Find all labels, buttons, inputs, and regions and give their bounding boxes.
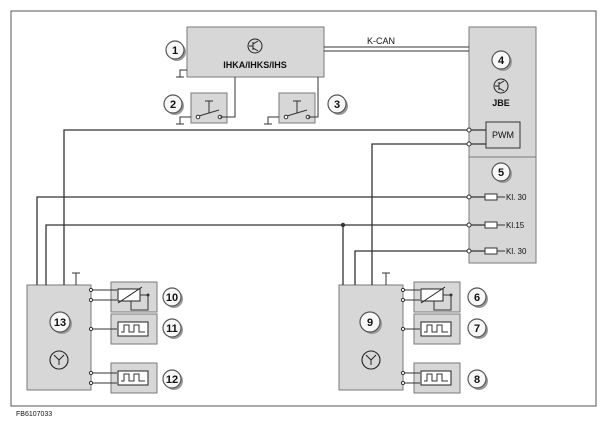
badge-3: 3 — [327, 94, 348, 115]
right-actuator-ground-icon — [382, 272, 390, 285]
svg-text:11: 11 — [166, 323, 178, 335]
terminal-label-3: Kl. 30 — [506, 247, 527, 256]
svg-text:4: 4 — [498, 55, 505, 67]
wire-kl15-left — [45, 224, 485, 285]
kcan-label: K-CAN — [367, 36, 395, 46]
badge-6: 6 — [467, 287, 488, 308]
badge-7: 7 — [467, 318, 488, 339]
badge-10: 10 — [162, 287, 183, 308]
svg-text:12: 12 — [166, 374, 178, 386]
left-motor-icon — [49, 350, 69, 370]
right-actuator-module — [338, 284, 404, 391]
jbe-module — [468, 26, 537, 158]
pwm-left-terminal — [466, 127, 472, 133]
svg-text:6: 6 — [474, 292, 480, 304]
kl30-right-terminal — [466, 248, 472, 254]
svg-text:13: 13 — [54, 317, 66, 329]
pwm-right-terminal — [466, 141, 472, 147]
left-actuator-module — [26, 284, 92, 391]
badge-1: 1 — [165, 40, 186, 61]
kl30-left-terminal — [466, 194, 472, 200]
right-motor-icon — [361, 350, 381, 370]
badge-9: 9 — [359, 311, 382, 334]
svg-text:2: 2 — [170, 99, 176, 111]
svg-text:9: 9 — [367, 317, 373, 329]
hall-sensor-7-icon — [420, 321, 452, 337]
switch-3-icon — [264, 77, 319, 125]
svg-text:8: 8 — [474, 374, 480, 386]
potentiometer-10-icon — [117, 286, 150, 311]
terminal-label-1: Kl. 30 — [506, 193, 527, 202]
potentiometer-6-icon — [420, 286, 453, 311]
wire-kl30-left — [36, 196, 485, 285]
pwm-box — [485, 121, 521, 149]
switch-2-icon — [176, 77, 236, 125]
svg-text:10: 10 — [166, 292, 178, 304]
figure-id: FB6107033 — [16, 411, 52, 418]
left-sensor-wires — [88, 287, 117, 386]
wire-kl30-right — [354, 250, 485, 285]
ihka-module — [186, 26, 325, 78]
svg-text:5: 5 — [498, 167, 504, 179]
left-actuator-ground-icon — [72, 272, 80, 285]
badge-13: 13 — [49, 311, 72, 334]
jbe-label: JBE — [492, 98, 510, 108]
ihka-transistor-icon — [247, 38, 263, 54]
wire-pwm-right — [371, 143, 486, 285]
hall-sensor-11-icon — [117, 321, 149, 337]
kl15-terminal — [466, 222, 472, 228]
badge-8: 8 — [467, 369, 488, 390]
svg-text:7: 7 — [474, 323, 480, 335]
ihka-label: IHKA/IHKS/IHS — [223, 60, 287, 70]
badge-4: 4 — [491, 50, 512, 71]
wire-pwm-left — [63, 129, 486, 285]
svg-text:1: 1 — [172, 45, 178, 57]
kl15-junction — [340, 222, 346, 228]
jbe-transistor-icon — [493, 78, 509, 94]
right-sensor-wires — [400, 287, 420, 386]
pwm-label: PWM — [492, 130, 514, 140]
badge-5: 5 — [491, 162, 512, 183]
ihka-ground-icon — [176, 69, 187, 78]
badge-2: 2 — [163, 94, 184, 115]
svg-text:3: 3 — [334, 99, 340, 111]
hall-sensor-12-icon — [117, 370, 149, 386]
hall-sensor-8-icon — [420, 370, 452, 386]
terminal-label-2: Kl.15 — [506, 221, 525, 230]
badge-12: 12 — [162, 369, 183, 390]
badge-11: 11 — [162, 318, 183, 339]
